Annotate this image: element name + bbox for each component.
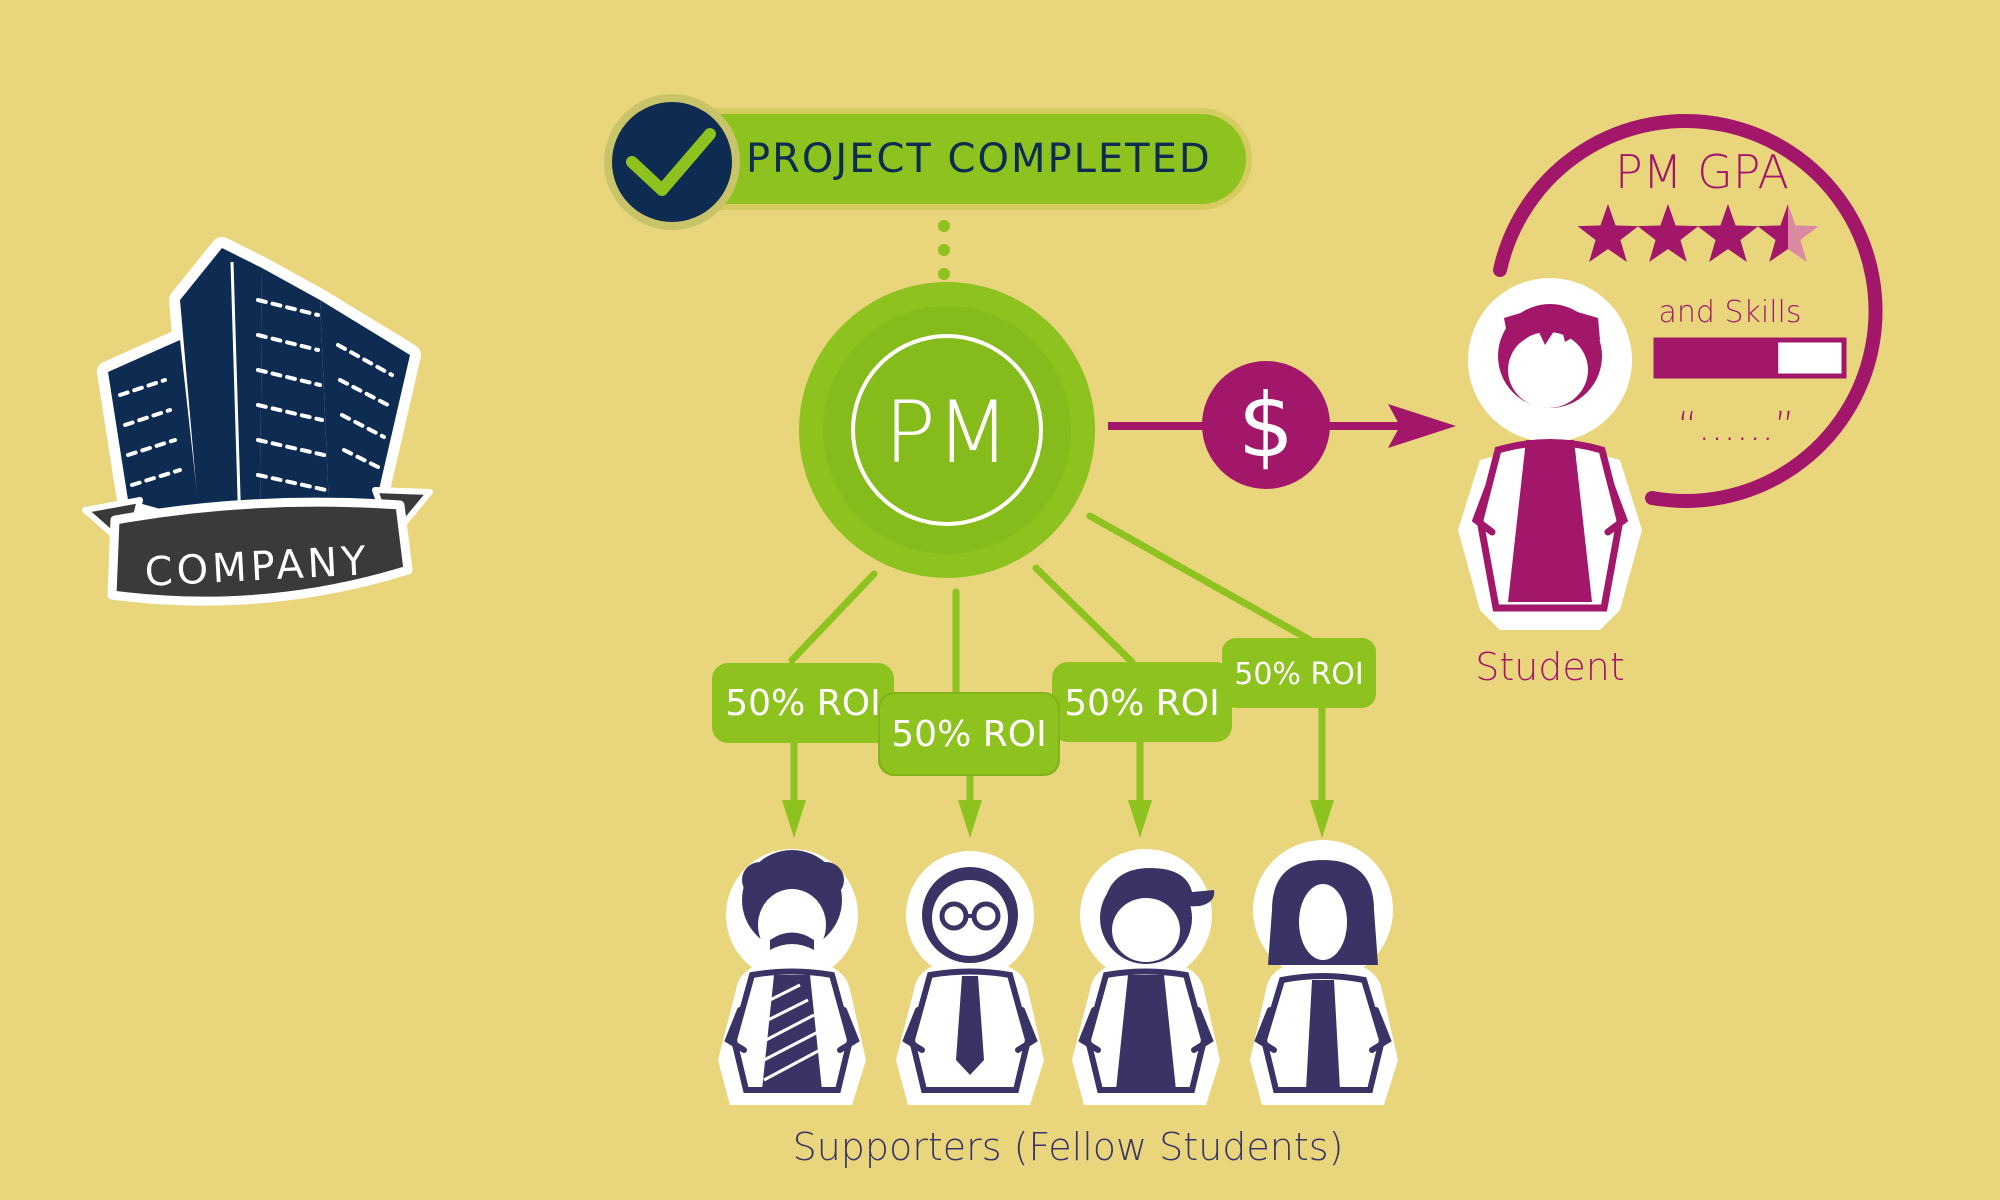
pm-node: PM: [799, 282, 1095, 578]
dotted-connector: [938, 220, 950, 280]
roi-tag-label: 50% ROI: [891, 714, 1046, 755]
supporters-label: Supporters (Fellow Students): [793, 1125, 1344, 1169]
arrow-down-icon: [1310, 800, 1334, 838]
skills-label: and Skills: [1658, 295, 1801, 330]
project-completed-label: PROJECT COMPLETED: [746, 136, 1212, 182]
gpa-stars: [1577, 204, 1819, 262]
arrow-down-icon: [782, 800, 806, 838]
roi-tag: 50% ROI: [878, 692, 1060, 776]
checkmark-icon: [626, 128, 716, 196]
supporter-arrow-heads: [782, 800, 1334, 838]
gpa-title: PM GPA: [1615, 145, 1789, 199]
cap-person-icon: [1078, 868, 1215, 1093]
star-fill: [1757, 204, 1788, 262]
roi-tag-label: 50% ROI: [725, 683, 880, 724]
project-completed-banner: PROJECT COMPLETED: [604, 94, 1252, 230]
student-person-icon: [1458, 278, 1642, 630]
star-fill: [1637, 204, 1699, 262]
pm-label: PM: [884, 383, 1010, 483]
roi-tag: 50% ROI: [712, 663, 894, 743]
long-hair-person-icon: [1254, 860, 1392, 1093]
company-logo: COMPANY: [82, 237, 433, 606]
arrow-down-icon: [958, 800, 982, 838]
dollar-coin-icon: [1202, 361, 1330, 489]
student-label: Student: [1475, 645, 1625, 689]
roi-branches: [788, 512, 1326, 804]
curly-hair-person-icon: [724, 850, 860, 1093]
glasses-person-icon: [902, 867, 1038, 1093]
roi-tag-label: 50% ROI: [1064, 683, 1219, 724]
star-fill: [1577, 204, 1639, 262]
student-group: PM GPA and Skills “......” Student: [1458, 114, 1883, 689]
arrow-head-icon: [1388, 404, 1456, 448]
arrow-down-icon: [1128, 800, 1152, 838]
gpa-ring: [1493, 114, 1883, 508]
student-quote: “......”: [1677, 404, 1795, 450]
company-ribbon: [82, 487, 433, 606]
supporters-group: Supporters (Fellow Students): [718, 840, 1398, 1169]
skills-progress-bar: [1653, 337, 1847, 379]
star-fill: [1697, 204, 1759, 262]
company-buildings-icon: [97, 237, 421, 551]
roi-tag: 50% ROI: [1052, 662, 1232, 742]
dollar-symbol: $: [1238, 374, 1294, 477]
skills-progress-fill: [1656, 340, 1779, 376]
roi-tag-label: 50% ROI: [1234, 657, 1364, 692]
roi-tag: 50% ROI: [1222, 638, 1376, 708]
payment-flow: $: [1108, 361, 1456, 489]
